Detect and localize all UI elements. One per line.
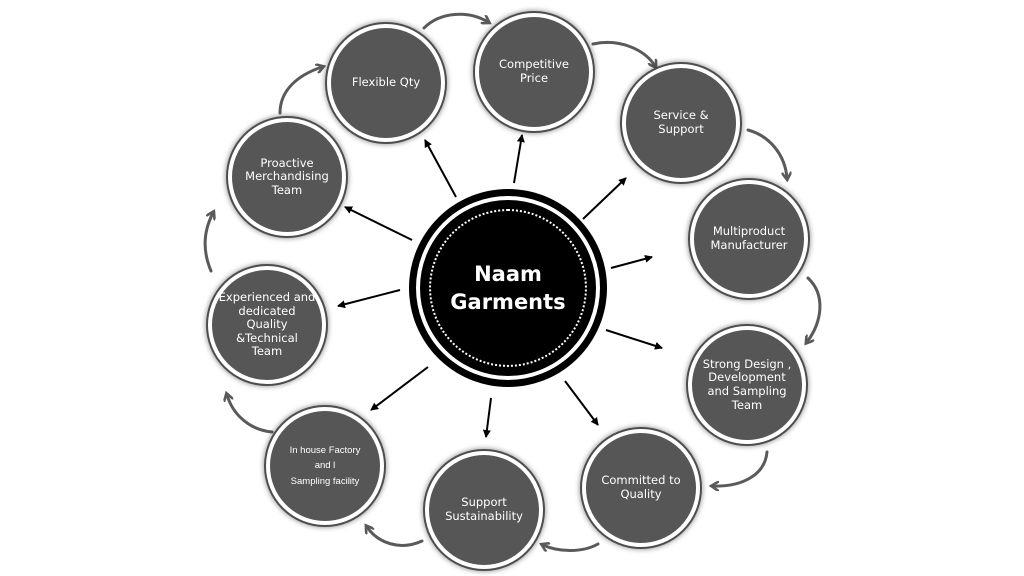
node-label: Proactive Merchandising Team <box>245 155 329 197</box>
hub-ring <box>416 196 600 380</box>
node-label: Strong Design , Development and Sampling… <box>702 356 792 412</box>
radial-arrow-proactive-merchandising <box>344 206 413 241</box>
cycle-arrow-4 <box>807 276 822 342</box>
radial-arrow-experienced-team <box>337 289 401 309</box>
cycle-arrow-8 <box>227 395 274 434</box>
node-competitive-price: Competitive Price <box>475 13 593 131</box>
node-label: Competitive Price <box>499 57 569 85</box>
node-label: In house Factory and l Sampling facility <box>289 445 361 487</box>
cycle-arrow-6 <box>543 544 600 551</box>
radial-arrow-multiproduct-manufacturer <box>610 254 653 269</box>
node-label: Committed to Quality <box>601 473 681 501</box>
node-strong-design: Strong Design , Development and Sampling… <box>688 326 806 444</box>
radial-arrow-strong-design <box>605 329 663 350</box>
radial-arrow-service-support <box>582 177 627 220</box>
cycle-arrow-2 <box>591 41 655 66</box>
node-proactive-merchandising: Proactive Merchandising Team <box>228 118 346 236</box>
radial-arrow-competitive-price <box>513 134 525 184</box>
node-multiproduct-manufacturer: Multiproduct Manufacturer <box>690 180 808 298</box>
cycle-arrow-7 <box>367 527 424 547</box>
node-support-sustainability: Support Sustainability <box>425 451 543 569</box>
node-label: Multiproduct Manufacturer <box>710 224 788 252</box>
radial-arrow-support-sustainability <box>482 397 492 438</box>
node-label: Support Sustainability <box>445 495 523 523</box>
node-in-house-factory: In house Factory and l Sampling facility <box>266 407 384 525</box>
node-label: Service & Support <box>653 108 709 136</box>
hub-circle: Naam Garments <box>409 189 607 387</box>
radial-arrow-committed-quality <box>564 380 599 426</box>
cycle-arrow-5 <box>713 450 769 486</box>
node-experienced-team: Experienced and dedicated Quality &Techn… <box>208 266 326 384</box>
node-service-support: Service & Support <box>622 64 740 182</box>
node-committed-quality: Committed to Quality <box>582 429 700 547</box>
node-flexible-qty: Flexible Qty <box>327 24 445 142</box>
cycle-arrow-1 <box>422 12 488 30</box>
node-label: Experienced and dedicated Quality &Techn… <box>218 290 316 359</box>
cycle-arrow-10 <box>278 67 322 115</box>
radial-arrow-in-house-factory <box>370 366 429 411</box>
cycle-arrow-9 <box>203 213 213 273</box>
radial-arrow-flexible-qty <box>424 139 457 198</box>
hub-dotted-ring <box>429 209 587 367</box>
node-label: Flexible Qty <box>351 75 421 90</box>
cycle-arrow-3 <box>746 128 787 178</box>
hub-title: Naam Garments <box>450 261 566 314</box>
